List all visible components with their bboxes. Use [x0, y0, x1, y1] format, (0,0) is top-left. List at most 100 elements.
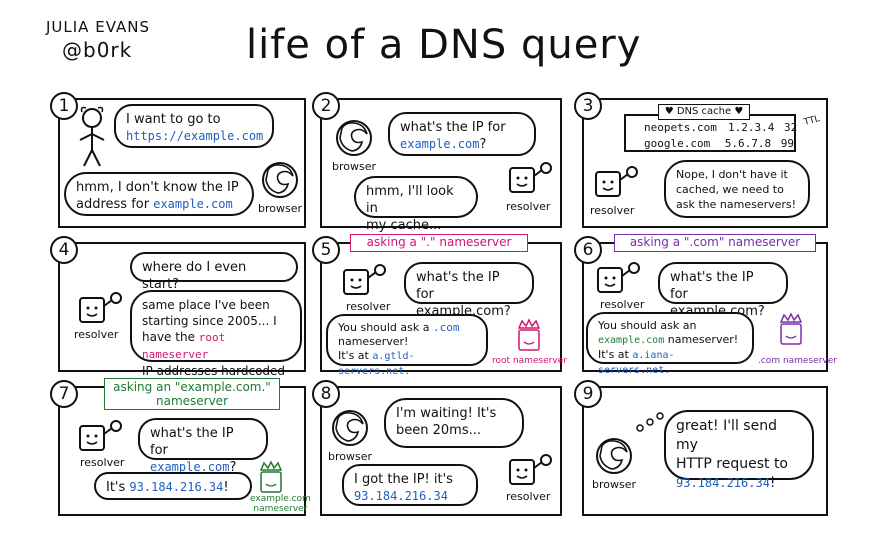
- resolver-icon: [343, 264, 386, 295]
- resolver-icon: [509, 162, 552, 193]
- example-nameserver-icon: [259, 460, 283, 493]
- stick-figure-icon: [79, 106, 105, 167]
- tld-text: .com: [432, 321, 460, 334]
- bubble-text: have the: [142, 330, 195, 344]
- user-speech-bubble: I want to go to https://example.com: [114, 104, 274, 148]
- bubble-text: IP addresses hardcoded: [142, 364, 286, 378]
- browser-fox-icon: [336, 120, 372, 156]
- browser-label: browser: [332, 160, 377, 173]
- ip-text: 93.184.216.34: [129, 480, 224, 494]
- server-text: a.gtld-servers.net.: [338, 351, 415, 377]
- panel-number-6: 6: [574, 236, 602, 264]
- nameserver-speech-bubble: It's 93.184.216.34!: [94, 472, 252, 500]
- panel-5-banner: asking a "." nameserver: [350, 234, 528, 252]
- root-nameserver-icon: [517, 318, 541, 351]
- resolver-speech-bubble: I got the IP! it's 93.184.216.34: [342, 464, 478, 506]
- browser-label: browser: [258, 202, 303, 215]
- nameserver-speech-bubble: You should ask a .com nameserver! It's a…: [326, 314, 488, 377]
- bubble-text: nameserver!: [338, 335, 409, 348]
- panel-number-3: 3: [574, 92, 602, 120]
- author-block: JULIA EVANS @b0rk: [46, 18, 176, 62]
- bubble-text: I got the IP! it's: [354, 472, 453, 487]
- example-nameserver-label: example.com nameserver: [250, 494, 311, 514]
- panel-9: [582, 386, 828, 516]
- bubble-text: You should ask a: [338, 321, 430, 334]
- resolver-label: resolver: [74, 328, 119, 341]
- panel-7-banner: asking an "example.com." nameserver: [104, 378, 280, 410]
- thought-dots-icon: [636, 412, 664, 432]
- panel-1: [58, 98, 306, 228]
- bubble-text: Nope, I don't have it: [676, 168, 788, 181]
- cache-row: neopets.com 1.2.3.4 32: [644, 121, 798, 134]
- bubble-text: for: [150, 443, 168, 458]
- bubble-text: same place I've been: [142, 298, 270, 312]
- panel-2: [320, 98, 562, 228]
- bubble-text: I'm waiting! It's: [396, 406, 497, 421]
- domain-text: example.com: [400, 137, 480, 151]
- bubble-text: nameserver!: [667, 333, 739, 346]
- domain-text: example.com: [153, 197, 233, 211]
- bubble-text: what's the IP for: [400, 120, 506, 135]
- bubble-text: It's: [106, 480, 126, 495]
- bubble-text: what's the IP: [150, 426, 234, 441]
- cache-title: ♥ DNS cache ♥: [658, 104, 750, 120]
- browser-fox-icon: [596, 438, 632, 474]
- nameserver-speech-bubble: You should ask an example.com nameserver…: [586, 312, 754, 376]
- resolver-thought-bubble: hmm, I'll look in my cache...: [354, 176, 478, 233]
- bubble-text: where do I even start?: [142, 260, 247, 292]
- banner-line: asking an "example.com.": [113, 380, 271, 394]
- banner-line: nameserver: [155, 394, 229, 408]
- resolver-thought-bubble: same place I've been starting since 2005…: [130, 290, 302, 378]
- bubble-text: been 20ms...: [396, 423, 481, 438]
- resolver-icon: [597, 262, 640, 293]
- cache-row: google.com 5.6.7.8 99: [644, 137, 794, 150]
- com-nameserver-icon: [779, 312, 803, 345]
- browser-speech-bubble: what's the IP for example.com?: [388, 112, 536, 156]
- resolver-thought-bubble: Nope, I don't have it cached, we need to…: [664, 160, 810, 218]
- panel-8: [320, 386, 562, 516]
- resolver-label: resolver: [590, 204, 635, 217]
- bubble-text: my cache...: [366, 218, 442, 233]
- resolver-label: resolver: [80, 456, 125, 469]
- ip-text: 93.184.216.34: [676, 476, 770, 490]
- bubble-text: It's at: [598, 348, 629, 361]
- bubble-text: hmm, I'll look in: [366, 184, 454, 216]
- panel-number-9: 9: [574, 380, 602, 408]
- resolver-speech-bubble: what's the IP for example.com?: [404, 262, 534, 319]
- resolver-label: resolver: [346, 300, 391, 313]
- browser-thought-bubble: great! I'll send my HTTP request to 93.1…: [664, 410, 814, 491]
- browser-label: browser: [592, 478, 637, 491]
- bubble-text: cached, we need to: [676, 183, 784, 196]
- bubble-text: what's the IP: [670, 270, 754, 285]
- browser-thought-bubble: hmm, I don't know the IP address for exa…: [64, 172, 254, 216]
- browser-thought-bubble: I'm waiting! It's been 20ms...: [384, 398, 524, 448]
- browser-label: browser: [328, 450, 373, 463]
- author-name: JULIA EVANS: [46, 18, 150, 36]
- resolver-thought-bubble: where do I even start?: [130, 252, 298, 292]
- browser-fox-icon: [332, 410, 368, 446]
- resolver-speech-bubble: what's the IP for example.com?: [658, 262, 788, 319]
- panel-6-banner: asking a ".com" nameserver: [614, 234, 816, 252]
- panel-number-4: 4: [50, 236, 78, 264]
- root-nameserver-text: root nameserver: [142, 331, 226, 361]
- bubble-text: ask the nameservers!: [676, 198, 797, 211]
- bubble-text: starting since 2005... I: [142, 314, 277, 328]
- bubble-text: address for: [76, 197, 150, 212]
- resolver-icon: [595, 166, 638, 197]
- resolver-label: resolver: [506, 490, 551, 503]
- domain-text: example.com: [150, 460, 230, 474]
- browser-fox-icon: [262, 162, 298, 198]
- bubble-text: I want to go to: [126, 112, 221, 127]
- bubble-text: hmm, I don't know the IP: [76, 180, 239, 195]
- panel-3: [582, 98, 828, 228]
- resolver-label: resolver: [506, 200, 551, 213]
- server-text: a.iana-servers.net.: [598, 350, 675, 376]
- panel-4: [58, 242, 306, 372]
- bubble-text: what's the IP: [416, 270, 500, 285]
- panel-number-7: 7: [50, 380, 78, 408]
- url-text: https://example.com: [126, 129, 264, 143]
- bubble-text: great! I'll send my: [676, 418, 777, 453]
- author-handle: @b0rk: [62, 38, 133, 62]
- root-nameserver-label: root nameserver: [492, 356, 567, 366]
- panel-number-2: 2: [312, 92, 340, 120]
